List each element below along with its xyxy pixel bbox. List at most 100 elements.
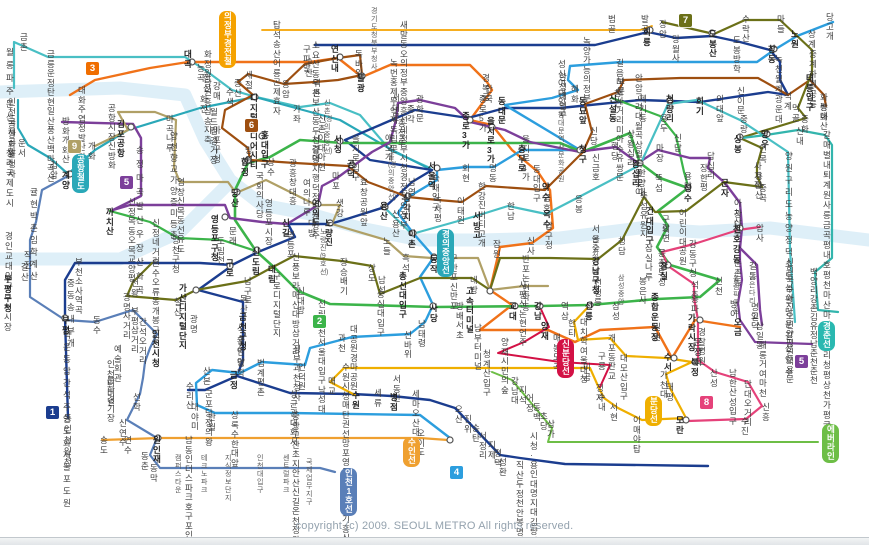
station-label: 태평 bbox=[666, 382, 674, 402]
station-label: 반포 논현 학동 bbox=[522, 254, 530, 312]
line-number-badge-5: 5 bbox=[120, 176, 133, 189]
station-label: 용두 bbox=[660, 113, 668, 133]
station-label: 성신여대입구 bbox=[558, 59, 566, 117]
station-label: 운서 bbox=[18, 138, 26, 158]
station-label: 테크노 파크 bbox=[201, 455, 208, 494]
station-label: 대곡 bbox=[184, 49, 192, 69]
station-label: 가좌 bbox=[293, 104, 301, 124]
station-label: 마포구청 bbox=[213, 125, 221, 164]
station-label: 동대입구 bbox=[533, 164, 541, 203]
station-label: 녹사평 bbox=[434, 194, 442, 223]
station-label: 강남대 bbox=[511, 376, 519, 405]
station-label: 능곡 bbox=[197, 63, 205, 83]
station-label: 금정 bbox=[230, 370, 238, 390]
station-label: 매봉 도곡 bbox=[553, 333, 561, 371]
station-label: 올림픽 공원 bbox=[733, 276, 740, 315]
station-label: 신대방 bbox=[297, 286, 305, 315]
station-label: 캠퍼스 타운 bbox=[175, 455, 182, 494]
transfer-station-node bbox=[486, 287, 494, 295]
station-label: 숙대입구 bbox=[432, 173, 440, 212]
station-label: 합정 bbox=[241, 157, 249, 177]
station-label: 남영 bbox=[408, 177, 416, 197]
transfer-station-node bbox=[446, 436, 454, 444]
station-label: 동수 bbox=[93, 315, 101, 335]
station-label: 석촌 bbox=[691, 280, 699, 300]
station-label: 수락산 bbox=[742, 14, 750, 43]
station-label: 보문 bbox=[617, 76, 625, 96]
transfer-station-node bbox=[511, 302, 519, 310]
station-label: 명일 bbox=[751, 302, 759, 322]
station-label: 수원시청 매탄권선 망포 영통 청명 상갈 기흥 신갈 구성 보정 죽전 오리 bbox=[342, 362, 350, 545]
station-label: 새절 bbox=[245, 70, 253, 90]
transfer-station-node bbox=[429, 302, 437, 310]
station-label: 명학 bbox=[237, 358, 245, 378]
station-label: 염창 신목동 선유도 bbox=[177, 177, 185, 254]
station-label: 가산디지털단지 bbox=[179, 283, 187, 350]
line-number-badge-1: 1 bbox=[46, 406, 59, 419]
station-label: 광명사거리 bbox=[123, 292, 131, 340]
station-label: 건대입구 bbox=[646, 206, 654, 245]
station-label: 마곡나루 bbox=[166, 114, 174, 153]
station-label: 국회의사당 bbox=[256, 171, 264, 219]
station-label: 구의 bbox=[662, 214, 670, 234]
transfer-station-node bbox=[258, 132, 266, 140]
transfer-station-node bbox=[348, 161, 356, 169]
transfer-station-node bbox=[326, 219, 334, 227]
station-label: 부천 소사 역곡 bbox=[75, 257, 83, 315]
station-label: 강변 bbox=[662, 223, 670, 243]
station-label: 신금호 bbox=[592, 153, 600, 182]
station-label: 안국 bbox=[485, 84, 493, 104]
station-label: 면목 bbox=[759, 144, 767, 164]
station-label: 선바위 bbox=[404, 330, 412, 359]
metro-everline bbox=[491, 371, 819, 443]
station-label: 새말 동오 의정부중앙 흥선 의정부시청 경전철의정부 bbox=[400, 20, 408, 230]
station-label: 용마산 bbox=[755, 171, 763, 200]
station-label: 금릉 운정 탄현 일산 풍산 백마 곡산 bbox=[47, 49, 55, 183]
station-label: 마포 bbox=[332, 171, 340, 191]
line-name-chip: 의정부경전철 bbox=[219, 11, 237, 68]
station-label: 병점 bbox=[390, 392, 398, 412]
station-label: 왕십리 bbox=[632, 159, 640, 188]
station-label: 동대문역사 문화공원 bbox=[558, 112, 565, 183]
station-label: 종로3가 bbox=[462, 111, 470, 150]
station-label: 마들 bbox=[777, 14, 785, 34]
station-label: 을지로입구 bbox=[352, 134, 360, 182]
station-label: 사당 bbox=[430, 303, 438, 323]
station-label: 안양 bbox=[237, 347, 245, 367]
station-label: 여의나루 bbox=[303, 178, 311, 217]
station-label: 인천시청 bbox=[152, 329, 160, 368]
station-label: 신이문 bbox=[737, 86, 745, 115]
station-label: 한성대입구 bbox=[559, 72, 567, 120]
line-number-badge-3: 3 bbox=[86, 62, 99, 75]
station-label: 동대문 bbox=[498, 96, 506, 125]
metro-gyeongui-line bbox=[12, 40, 432, 170]
station-label: 공덕 bbox=[347, 159, 355, 179]
station-label: 인천터미널 bbox=[107, 359, 115, 407]
station-label: 대림 bbox=[268, 264, 276, 284]
station-label: 회현 bbox=[462, 163, 470, 183]
station-label: 발곡 bbox=[641, 14, 649, 34]
station-label: 광흥창 대흥 bbox=[289, 158, 297, 206]
station-label: 부평 bbox=[62, 315, 70, 335]
station-label: 복정 bbox=[691, 357, 699, 377]
station-label: 봉은사 bbox=[639, 276, 647, 305]
metro-gyeongchun-line bbox=[740, 128, 840, 314]
station-label: 방화 개화산 bbox=[62, 116, 70, 164]
station-label: 인천 국제공항 bbox=[8, 97, 16, 157]
station-label: 동묘앞 bbox=[579, 96, 587, 125]
station-label: 서빙고 bbox=[473, 211, 481, 240]
station-label: 갈산 bbox=[21, 262, 29, 282]
station-label: 장지 bbox=[694, 347, 702, 367]
station-label: 청계산입구 bbox=[483, 349, 491, 397]
station-label: 방배 서초 bbox=[456, 301, 464, 340]
station-label: 길음 미아사거리 미아 수유 쌍문 bbox=[616, 58, 624, 182]
metro-airport-railroad bbox=[16, 95, 434, 176]
station-label: 고속터미널 bbox=[466, 286, 474, 334]
station-label: 창신 bbox=[614, 88, 622, 108]
station-label: 범계 평촌 bbox=[257, 358, 265, 397]
station-label: 봉화산 bbox=[820, 102, 828, 131]
transfer-station-node bbox=[336, 53, 344, 61]
station-label: 상록수 한대앞 bbox=[231, 410, 239, 468]
station-label: 구파발 bbox=[303, 44, 311, 73]
station-label: 몽촌토성 bbox=[658, 248, 666, 287]
